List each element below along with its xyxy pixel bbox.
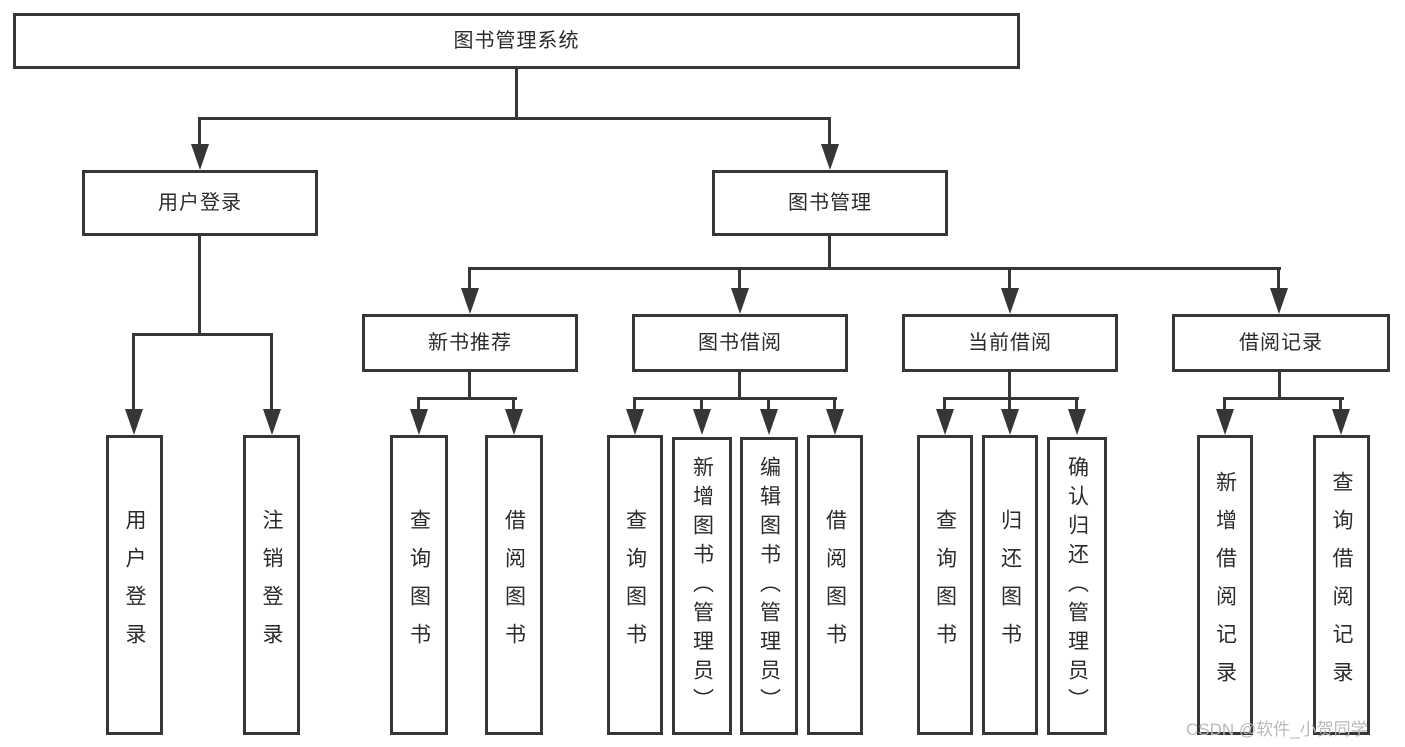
node-user-login-action: 用户登录 [106,435,163,735]
connector-hline [633,397,837,400]
connector-vline [1075,397,1078,412]
connector-vline [1008,397,1011,412]
arrow-down-icon [125,409,143,435]
connector-hline [1223,397,1344,400]
arrow-down-icon [826,409,844,435]
connector-vline [943,397,946,412]
node-library-management-system: 图书管理系统 [13,13,1020,69]
arrow-down-icon [731,288,749,314]
arrow-down-icon [821,144,839,170]
connector-vline [700,397,703,412]
connector-vline [512,397,515,412]
connector-vline [1008,372,1011,399]
node-confirm-return-admin: 确认归还（管理员） [1047,437,1107,735]
connector-vline [468,372,471,399]
connector-vline [828,117,831,147]
node-query-books-borrowing: 查询图书 [607,435,663,735]
connector-vline [468,267,471,291]
node-current-borrowing: 当前借阅 [902,314,1118,372]
connector-vline [738,267,741,291]
node-borrowing-records: 借阅记录 [1172,314,1390,372]
node-user-login: 用户登录 [82,170,318,236]
connector-vline [198,236,201,335]
node-book-borrowing: 图书借阅 [632,314,848,372]
connector-vline [828,236,831,269]
connector-hline [417,397,517,400]
connector-vline [132,333,135,412]
connector-vline [1339,397,1342,412]
node-edit-books-admin: 编辑图书（管理员） [740,437,798,735]
connector-vline [767,397,770,412]
arrow-down-icon [760,409,778,435]
node-new-book-recommendation: 新书推荐 [362,314,578,372]
connector-vline [1223,397,1226,412]
connector-vline [833,397,836,412]
arrow-down-icon [410,409,428,435]
arrow-down-icon [191,144,209,170]
watermark-text: CSDN @软件_小贺同学 [1186,720,1368,739]
node-add-books-admin: 新增图书（管理员） [672,437,732,735]
arrow-down-icon [1068,409,1086,435]
arrow-down-icon [505,409,523,435]
arrow-down-icon [693,409,711,435]
node-add-borrow-record: 新增借阅记录 [1197,435,1253,735]
node-logout: 注销登录 [243,435,300,735]
arrow-down-icon [1216,409,1234,435]
connector-vline [198,117,201,147]
connector-vline [1278,372,1281,399]
node-query-borrow-record: 查询借阅记录 [1313,435,1370,735]
node-book-management: 图书管理 [712,170,948,236]
arrow-down-icon [1001,288,1019,314]
connector-hline [943,397,1079,400]
node-borrow-books-borrowing: 借阅图书 [807,435,863,735]
node-query-books-recommend: 查询图书 [390,435,448,735]
node-borrow-books-recommend: 借阅图书 [485,435,543,735]
arrow-down-icon [1332,409,1350,435]
connector-vline [270,333,273,412]
connector-hline [198,117,831,120]
connector-hline [468,267,1281,270]
arrow-down-icon [1001,409,1019,435]
connector-vline [515,69,518,118]
arrow-down-icon [936,409,954,435]
connector-vline [1008,267,1011,291]
node-return-books: 归还图书 [982,435,1038,735]
connector-hline [132,333,273,336]
arrow-down-icon [626,409,644,435]
connector-vline [417,397,420,412]
arrow-down-icon [461,288,479,314]
arrow-down-icon [1270,288,1288,314]
connector-vline [633,397,636,412]
node-query-books-current: 查询图书 [917,435,973,735]
arrow-down-icon [263,409,281,435]
connector-vline [1277,267,1280,291]
connector-vline [738,372,741,399]
